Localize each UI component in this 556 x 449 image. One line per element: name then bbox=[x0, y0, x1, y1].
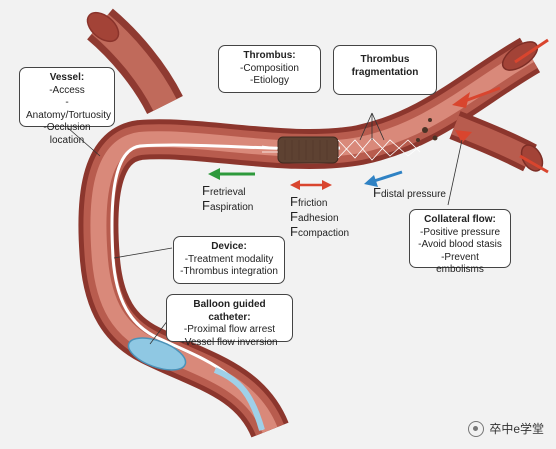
force-symbol: F bbox=[290, 194, 298, 209]
vessel-line-3: -Occlusion location bbox=[43, 122, 91, 146]
collateral-line-3: -Prevent embolisms bbox=[436, 251, 484, 276]
force-symbol: F bbox=[202, 183, 210, 198]
distal-pressure-arrow bbox=[364, 170, 403, 187]
device-wire bbox=[110, 143, 341, 431]
right-lower-branch bbox=[449, 111, 544, 172]
force-symbol: F bbox=[373, 185, 381, 200]
force-symbol: F bbox=[202, 198, 210, 213]
vessel-box: Vessel: -Access -Anatomy/Tortuosity -Occ… bbox=[19, 67, 115, 146]
retrieval-forces-label: Fretrieval Faspiration bbox=[202, 184, 253, 214]
vessel-end-cap bbox=[501, 41, 539, 71]
fragmentation-box: Thrombus fragmentation bbox=[333, 45, 437, 95]
force-symbol: F bbox=[290, 209, 298, 224]
wechat-icon bbox=[468, 420, 485, 437]
callout-lines bbox=[359, 112, 385, 141]
balloon bbox=[127, 337, 187, 371]
force-retrieval: retrieval bbox=[209, 187, 246, 198]
thrombus-line-2: -Etiology bbox=[250, 75, 289, 86]
collateral-flow-arrows bbox=[452, 38, 549, 174]
balloon-box: Balloon guided catheter: -Proximal flow … bbox=[166, 294, 293, 348]
vessel-line-1: -Access bbox=[49, 84, 85, 96]
force-friction: friction bbox=[297, 198, 328, 209]
retrieval-force-arrow bbox=[208, 168, 255, 180]
thrombus-fragments bbox=[416, 118, 438, 142]
collateral-box: Collateral flow: -Positive pressure -Avo… bbox=[409, 209, 511, 275]
balloon-line-2: -Vessel flow inversion bbox=[181, 336, 278, 348]
thrombus-box: Thrombus: -Composition -Etiology bbox=[218, 45, 321, 93]
thrombus bbox=[277, 136, 339, 164]
force-symbol: F bbox=[290, 224, 298, 239]
thrombus-title: Thrombus: bbox=[243, 50, 296, 61]
catheter-lumen bbox=[213, 367, 265, 431]
upper-left-branch bbox=[86, 8, 183, 115]
stent-mesh bbox=[261, 137, 421, 161]
force-compaction: compaction bbox=[297, 228, 350, 239]
collateral-line-1: -Positive pressure bbox=[419, 226, 501, 238]
watermark-text: 卒中e学堂 bbox=[489, 422, 544, 436]
vessel-title: Vessel: bbox=[49, 72, 85, 83]
leader-lines bbox=[67, 127, 463, 345]
thrombus-line-1: -Composition bbox=[240, 62, 299, 74]
distal-force-label: Fdistal pressure bbox=[373, 186, 446, 201]
device-line-2: -Thrombus integration bbox=[180, 266, 278, 277]
force-aspiration: aspiration bbox=[209, 202, 254, 213]
balloon-line-1: -Proximal flow arrest bbox=[183, 324, 276, 335]
friction-forces-label: Ffriction Fadhesion Fcompaction bbox=[290, 195, 349, 240]
device-line-1: -Treatment modality bbox=[184, 253, 274, 265]
watermark: 卒中e学堂 bbox=[468, 420, 544, 437]
balloon-title: Balloon guided catheter: bbox=[193, 299, 266, 323]
vessel-line-2: -Anatomy/Tortuosity bbox=[26, 97, 112, 121]
collateral-line-2: -Avoid blood stasis bbox=[418, 239, 502, 250]
device-box: Device: -Treatment modality -Thrombus in… bbox=[173, 236, 285, 284]
force-adhesion: adhesion bbox=[297, 213, 339, 224]
collateral-title: Collateral flow: bbox=[424, 214, 496, 225]
device-title: Device: bbox=[211, 241, 247, 252]
friction-force-arrow bbox=[290, 180, 332, 190]
force-distal-pressure: distal pressure bbox=[380, 189, 446, 200]
fragmentation-title: Thrombus fragmentation bbox=[351, 54, 419, 78]
